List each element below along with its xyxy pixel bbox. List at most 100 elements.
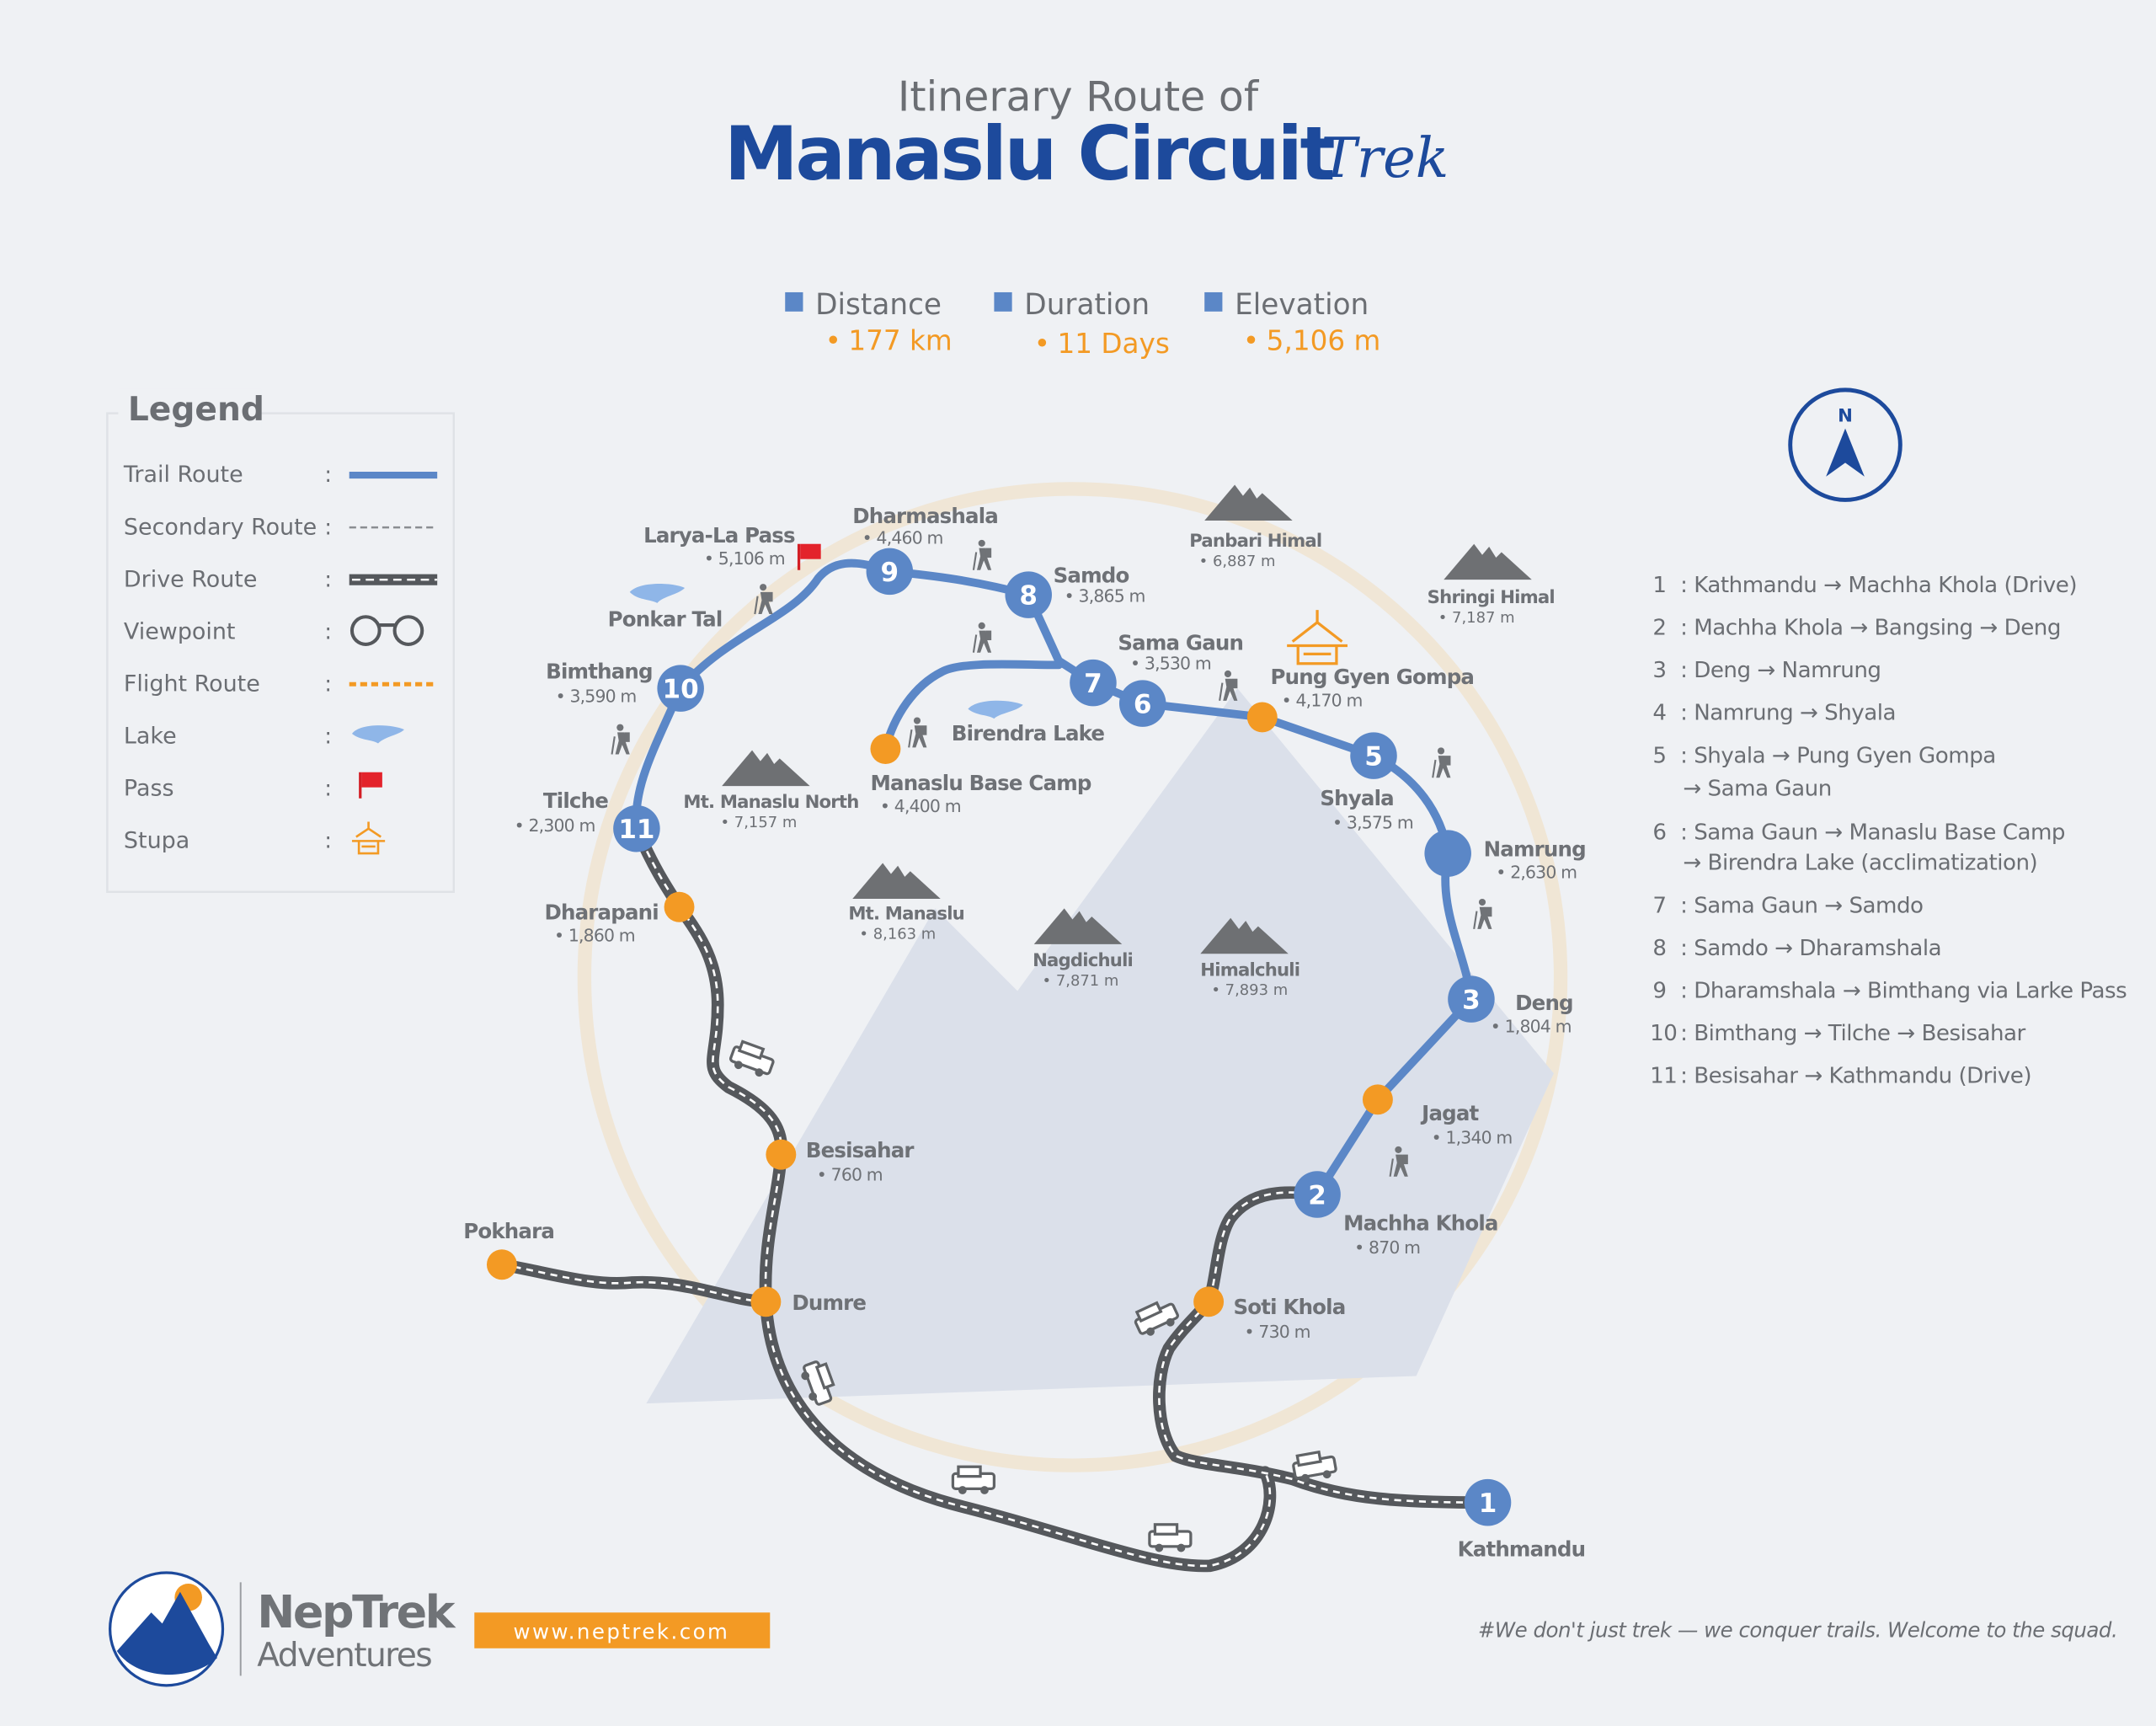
stop-name: Sama Gaun — [1118, 630, 1243, 655]
legend-label-drive: Drive Route — [124, 566, 257, 592]
mountain-name: Mt. Manaslu — [848, 903, 964, 924]
lake-name: Birendra Lake — [952, 721, 1105, 745]
itinerary-item: : Sama Gaun → Manaslu Base Camp — [1680, 820, 2065, 846]
jeep-icon — [951, 1465, 996, 1496]
itinerary-item: : Shyala → Pung Gyen Gompa — [1680, 743, 1996, 768]
place-marker[interactable] — [1246, 702, 1278, 733]
stop-alt: • 3,575 m — [1332, 813, 1413, 833]
stupa-icon — [351, 821, 386, 855]
itinerary-item: : Sama Gaun → Samdo — [1680, 893, 1923, 918]
stop-number: 3 — [1462, 986, 1481, 1016]
background-watermark — [577, 482, 1568, 1472]
svg-text::: : — [324, 671, 332, 697]
mountain-alt: • 8,163 m — [859, 925, 936, 943]
stop-marker[interactable] — [1070, 659, 1117, 707]
itinerary-item: : Bimthang → Tilche → Besisahar — [1680, 1021, 2025, 1046]
itinerary-item: : Namrung → Shyala — [1680, 701, 1896, 726]
stop-number: 1 — [1479, 1488, 1497, 1519]
place-alt: • 4,170 m — [1282, 690, 1363, 710]
brand-logo: NepTrek Adventures — [108, 1571, 458, 1687]
stop-alt: • 870 m — [1354, 1237, 1420, 1258]
stop-marker[interactable] — [1464, 1478, 1512, 1526]
itinerary-num: 9 — [1652, 978, 1666, 1003]
itinerary-num: 10 — [1650, 1021, 1677, 1046]
stat-elevation-label: Elevation — [1235, 288, 1369, 322]
place-alt: • 730 m — [1245, 1322, 1310, 1342]
mountain-alt: • 7,893 m — [1211, 981, 1288, 999]
hiker-icon — [1219, 669, 1239, 702]
jeep-icon — [1290, 1448, 1339, 1486]
stop-marker[interactable] — [1005, 571, 1052, 618]
itinerary-item: : Dharamshala → Bimthang via Larke Pass — [1680, 978, 2127, 1003]
place-marker[interactable] — [766, 1139, 797, 1170]
itinerary-num: 2 — [1652, 615, 1666, 640]
pass-alt: • 5,106 m — [704, 548, 785, 569]
stop-number: 2 — [1308, 1180, 1326, 1210]
stat-distance-label: Distance — [815, 288, 942, 322]
stop-marker[interactable] — [1294, 1171, 1341, 1218]
website-link[interactable]: www.neptrek.com — [474, 1612, 771, 1649]
legend-label-viewpoint: Viewpoint — [124, 618, 236, 644]
legend-label-stupa: Stupa — [124, 828, 189, 854]
itinerary-item: : Deng → Namrung — [1680, 658, 1881, 683]
place-marker[interactable] — [750, 1286, 782, 1317]
website-text[interactable]: www.neptrek.com — [514, 1619, 730, 1643]
stop-alt: • 4,460 m — [862, 528, 943, 548]
legend-label-trail: Trail Route — [123, 462, 243, 488]
stop-name: Deng — [1515, 991, 1573, 1015]
mountain-name: Shringi Himal — [1428, 587, 1555, 608]
mountain-alt: • 7,871 m — [1043, 972, 1119, 990]
binoculars-icon — [350, 615, 424, 646]
lake-icon — [351, 725, 404, 744]
stop-name: Samdo — [1054, 563, 1129, 587]
stupa-icon — [1287, 610, 1348, 665]
stat-distance-value: 177 km — [848, 325, 952, 357]
stops: 1 2 3 5 6 7 8 9 10 11 — [613, 548, 1512, 1526]
stop-marker[interactable] — [1350, 732, 1397, 779]
place-marker[interactable] — [1362, 1084, 1393, 1115]
mountain-name: Himalchuli — [1200, 959, 1299, 981]
hiker-icon — [972, 538, 993, 571]
place-name: Dumre — [792, 1290, 866, 1315]
stop-marker[interactable] — [866, 548, 914, 596]
place-alt: • 1,340 m — [1432, 1128, 1513, 1148]
svg-text::: : — [324, 515, 332, 540]
stop-marker[interactable] — [1424, 830, 1471, 877]
stop-marker[interactable] — [613, 804, 660, 852]
svg-text::: : — [324, 829, 332, 854]
itinerary-num: 1 — [1652, 573, 1666, 598]
hiker-icon — [611, 723, 631, 756]
mountains: Panbari Himal • 6,887 m Shringi Himal • … — [683, 484, 1556, 999]
mountain-icon — [1204, 484, 1293, 521]
brand-name: NepTrek — [257, 1585, 456, 1638]
place-marker[interactable] — [486, 1249, 517, 1280]
jeep-icon — [1148, 1523, 1193, 1554]
compass-north-label: N — [1838, 405, 1853, 426]
stop-marker[interactable] — [1448, 975, 1495, 1023]
place-marker[interactable] — [664, 891, 695, 922]
legend-label-secondary: Secondary Route — [124, 514, 317, 540]
stop-number: 6 — [1134, 690, 1152, 720]
place-alt: • 1,860 m — [554, 926, 635, 946]
stat-duration-label: Duration — [1024, 288, 1150, 322]
place-alt: • 4,400 m — [880, 796, 961, 816]
stop-name: Kathmandu — [1458, 1536, 1586, 1561]
stop-marker[interactable] — [1118, 680, 1166, 727]
itinerary-num: 8 — [1652, 936, 1666, 961]
stop-alt: • 1,804 m — [1491, 1016, 1572, 1036]
itinerary-num: 4 — [1652, 701, 1666, 726]
itinerary-item: : Kathmandu → Machha Khola (Drive) — [1680, 573, 2077, 598]
place-marker[interactable] — [870, 734, 901, 764]
place-marker[interactable] — [1193, 1286, 1225, 1317]
hiker-icon — [908, 716, 928, 749]
stop-number: 5 — [1364, 742, 1383, 772]
stop-marker[interactable] — [657, 665, 704, 712]
trek-stats: Distance • 177 km Duration • 11 Days Ele… — [785, 288, 1380, 360]
pass-name: Larya-La Pass — [643, 523, 795, 548]
mountain-icon — [722, 750, 810, 787]
stop-name: Machha Khola — [1343, 1210, 1498, 1235]
lake-icon — [629, 584, 686, 603]
place-name: Dharapani — [545, 900, 659, 924]
legend-label-lake: Lake — [124, 723, 177, 749]
brand-subname: Adventures — [257, 1637, 431, 1675]
